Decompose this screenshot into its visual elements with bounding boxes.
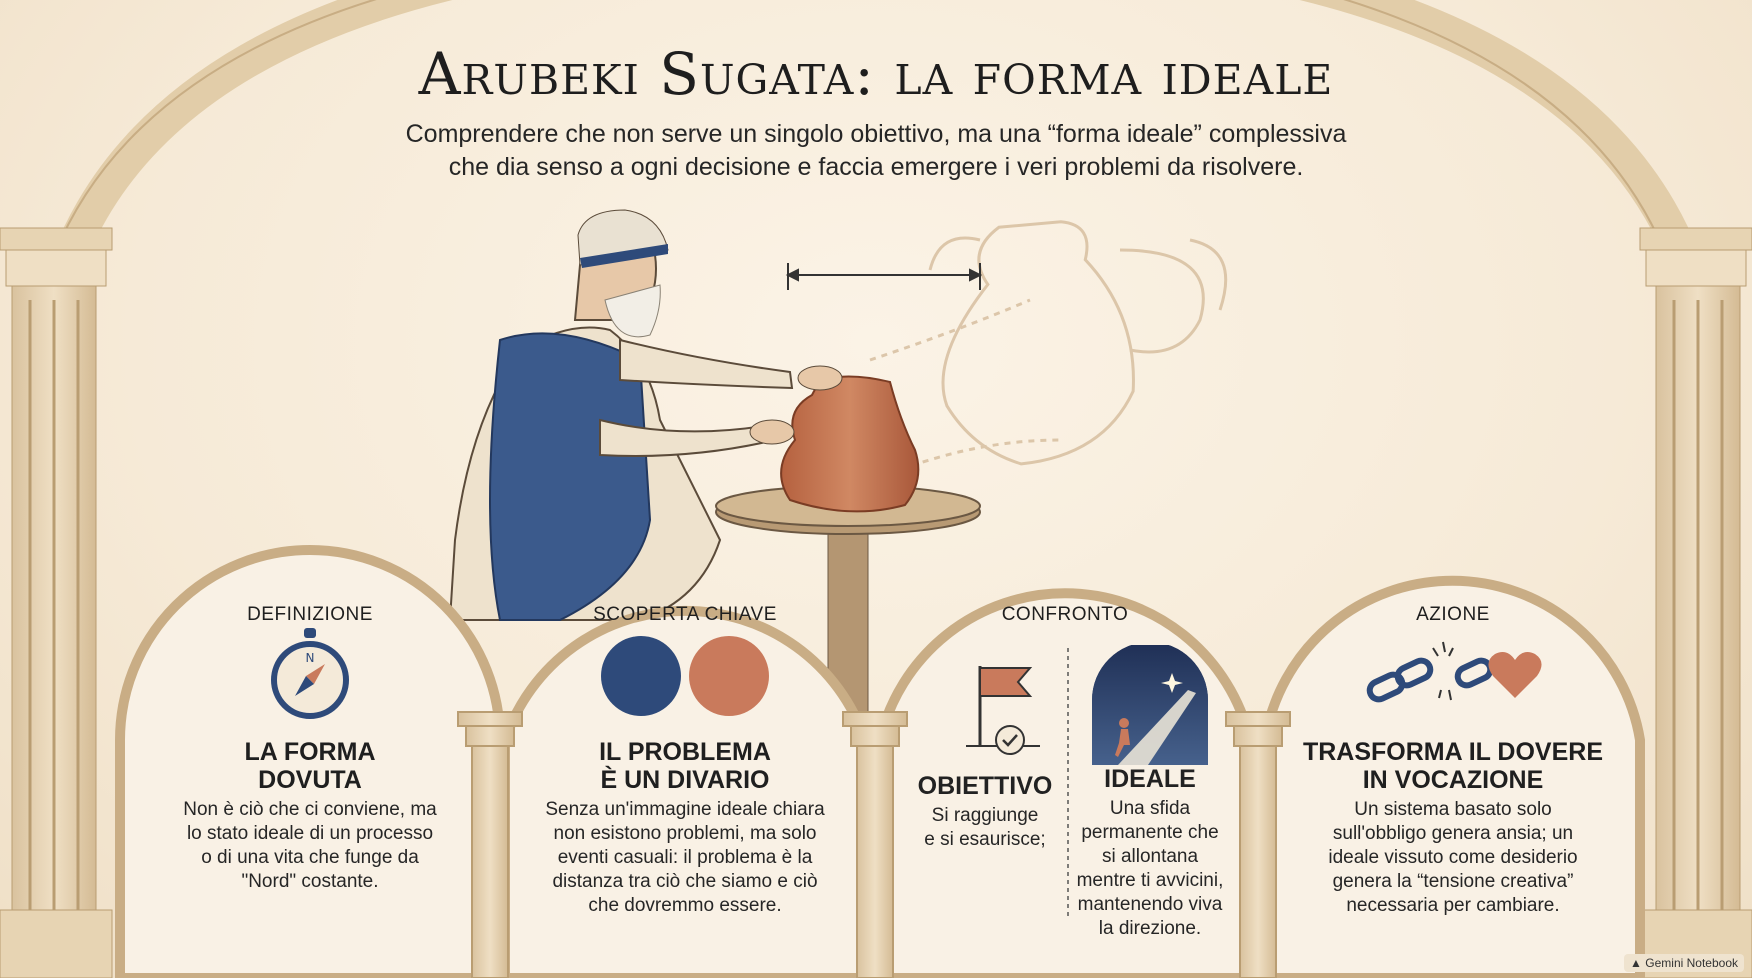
body-line: mantenendo viva [1077,894,1223,915]
ghost-amphora [869,220,1228,472]
panel-body: Senza un'immagine ideale chiara non esis… [515,798,855,918]
panel-body: Non è ciò che ci conviene, ma lo stato i… [140,798,480,894]
body-line: Una sfida [1109,798,1191,819]
panel-arches [115,545,1645,978]
panel-heading: LA FORMA DOVUTA [140,738,480,794]
body-line: sull'obbligo genera ansia; un [1332,823,1574,844]
panel-confronto: CONFRONTO [895,586,1235,628]
confronto-obiettivo: OBIETTIVO Si raggiunge e si esaurisce; [905,660,1065,852]
star-path-icon [1065,642,1235,765]
left-column [0,227,113,978]
body-line: Un sistema basato solo [1354,799,1552,820]
body-line: Si raggiunge [931,805,1039,826]
clay-lump [780,375,920,513]
panel-heading: TRASFORMA IL DOVERE IN VOCAZIONE [1283,738,1623,794]
body-line: genera la “tensione creativa” [1332,871,1574,892]
body-line: che dovremmo essere. [588,895,782,916]
panel-body: Un sistema basato solo sull'obbligo gene… [1283,798,1623,918]
panel-scoperta-chiave: SCOPERTA CHIAVE IL PROBLEMA È UN DIVARIO… [515,586,855,918]
body-line: la direzione. [1098,918,1202,939]
subtitle-line-2: che dia senso a ogni decisione e faccia … [448,153,1304,181]
confronto-ideale: IDEALE Una sfida permanente che si allon… [1065,642,1235,941]
heading-line-2: IN VOCAZIONE [1362,766,1544,794]
panel-category: SCOPERTA CHIAVE [593,604,777,625]
potter-figure [448,209,843,621]
body-line: ideale vissuto come desiderio [1328,847,1578,868]
two-circles-icon [515,628,855,738]
svg-text:N: N [306,651,315,665]
compass-icon: N [140,628,480,738]
body-line: Senza un'immagine ideale chiara [545,799,825,820]
body-line: o di una vita che funge da [201,847,419,868]
body-line: eventi casuali: il problema è la [557,847,813,868]
body-line: permanente che [1081,822,1219,843]
obiettivo-heading: OBIETTIVO [917,772,1053,800]
heading-line-1: TRASFORMA IL DOVERE [1302,738,1603,766]
great-arch [22,0,1729,930]
heading-line-1: IL PROBLEMA [599,738,771,766]
small-columns [457,711,1291,978]
panel-definizione: DEFINIZIONE N LA FORMA DOVUTA Non è ciò … [140,586,480,894]
flag-check-icon [905,660,1065,760]
page-subtitle: Comprendere che non serve un singolo obi… [376,118,1376,184]
notebook-icon: ▲ [1630,956,1642,970]
heading-line-2: DOVUTA [258,766,362,794]
body-line: Non è ciò che ci conviene, ma [183,799,437,820]
badge-label: Gemini Notebook [1645,956,1738,970]
panel-category: DEFINIZIONE [247,604,373,625]
ideale-body: Una sfida permanente che si allontana me… [1065,797,1235,941]
panel-category: AZIONE [1416,604,1490,625]
body-line: si allontana [1101,846,1199,867]
heading-line-1: LA FORMA [244,738,376,766]
heading-line-2: È UN DIVARIO [600,766,770,794]
body-line: non esistono problemi, ma solo [553,823,817,844]
page-title: Arubeki Sugata: la forma ideale [418,40,1334,108]
gemini-notebook-badge: ▲ Gemini Notebook [1624,954,1744,972]
subtitle-line-1: Comprendere che non serve un singolo obi… [405,120,1347,148]
panel-category: CONFRONTO [1001,604,1129,625]
obiettivo-body: Si raggiunge e si esaurisce; [905,804,1065,852]
broken-chain-heart-icon [1283,628,1623,738]
panel-heading: IL PROBLEMA È UN DIVARIO [515,738,855,794]
panel-azione: AZIONE TRASFORMA IL DOVERE IN VOCAZIONE … [1283,586,1623,918]
body-line: necessaria per cambiare. [1346,895,1560,916]
right-column [1639,227,1752,978]
body-line: mentre ti avvicini, [1076,870,1224,891]
body-line: distanza tra ciò che siamo e ciò [552,871,818,892]
body-line: lo stato ideale di un processo [186,823,434,844]
body-line: e si esaurisce; [924,829,1046,850]
measurement-arrow [785,263,983,290]
ideale-heading: IDEALE [1104,765,1196,793]
body-line: "Nord" costante. [241,871,379,892]
